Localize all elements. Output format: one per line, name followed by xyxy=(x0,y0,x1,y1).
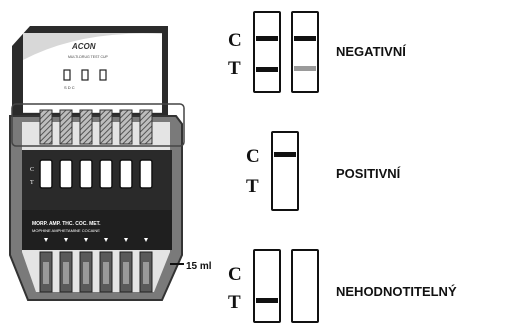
strip-ends xyxy=(39,251,153,293)
positive-title: POSITIVNÍ xyxy=(336,166,401,181)
device-c-label: C xyxy=(30,167,34,173)
negative-c-label: C xyxy=(228,30,242,51)
lid-marks: S D C xyxy=(64,85,75,90)
lid-indicators: S D C xyxy=(63,69,107,90)
negative-t-label: T xyxy=(228,58,241,79)
invalid-t-label: T xyxy=(228,292,241,313)
negative-strip-1 xyxy=(253,11,281,93)
positive-strip xyxy=(271,131,299,211)
drug-labels-line2: MOPHINE AMPHETAMINE COCAINE xyxy=(32,228,100,233)
positive-t-label: T xyxy=(246,176,259,197)
negative-title: NEGATIVNÍ xyxy=(336,44,406,59)
invalid-strip-1 xyxy=(253,249,281,323)
device-t-label: T xyxy=(30,180,34,186)
invalid-c-label: C xyxy=(228,264,242,285)
brand-subline: MULTI-DRUG TEST CUP xyxy=(68,55,109,59)
brand-logo: ACON xyxy=(71,42,96,51)
fill-volume-label: 15 ml xyxy=(186,261,212,272)
drug-labels-line1: MORP. AMP. THC. COC. MET. xyxy=(32,221,101,227)
result-positive: C T POSITIVNÍ xyxy=(246,131,401,211)
strip-hatches xyxy=(39,109,153,145)
result-invalid: C T NEHODNOTITELNÝ xyxy=(228,249,457,323)
result-negative: C T NEGATIVNÍ xyxy=(228,11,406,93)
invalid-title: NEHODNOTITELNÝ xyxy=(336,284,457,299)
negative-strip-2 xyxy=(291,11,319,93)
test-cup-device: ACON MULTI-DRUG TEST CUP S D C xyxy=(9,26,212,301)
invalid-strip-2 xyxy=(291,249,319,323)
positive-c-label: C xyxy=(246,146,260,167)
arrow-markers xyxy=(44,238,148,242)
result-windows xyxy=(39,159,153,189)
